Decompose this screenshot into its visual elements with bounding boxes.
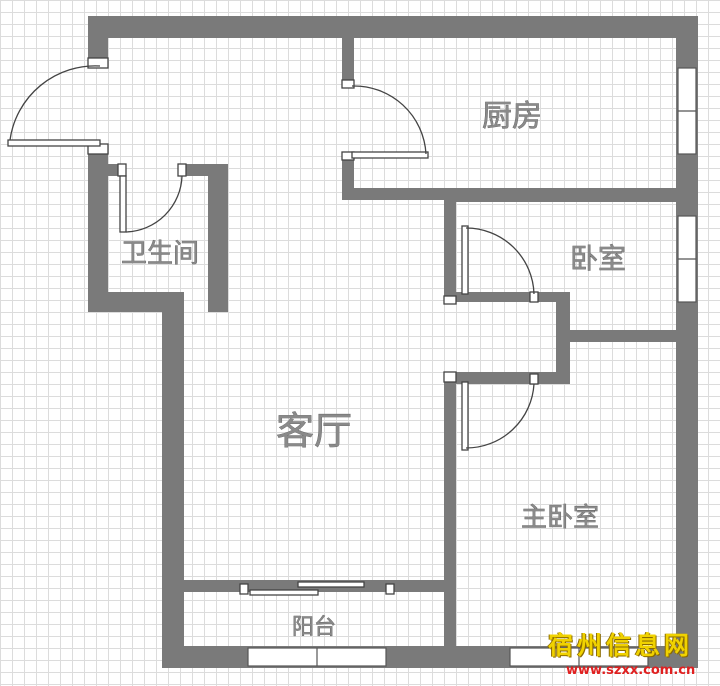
wall-bath-right xyxy=(208,164,228,312)
wall-top xyxy=(88,16,698,38)
wall-bath-top xyxy=(180,164,228,176)
doors xyxy=(7,57,539,596)
wall-bath-bottom xyxy=(88,292,184,312)
door-bathroom xyxy=(117,163,187,233)
wall-bed-left-bottom xyxy=(444,372,456,668)
wall-bath-top-left xyxy=(108,164,120,176)
door-master xyxy=(443,371,539,451)
wall-kitchen-left-top xyxy=(342,38,354,82)
wall-left-lower xyxy=(88,152,108,312)
wall-bedroom-bottom xyxy=(556,330,698,342)
wall-bed-left-top xyxy=(444,188,456,296)
wall-bed-top xyxy=(444,200,698,202)
walls xyxy=(88,16,698,668)
wall-living-left xyxy=(162,312,184,668)
label-balcony: 阳台 xyxy=(292,615,336,640)
label-kitchen: 厨房 xyxy=(482,99,542,134)
label-bedroom: 卧室 xyxy=(570,242,626,275)
wall-kitchen-bottom xyxy=(342,188,698,200)
label-bathroom: 卫生间 xyxy=(121,239,199,269)
windows xyxy=(247,67,697,667)
door-entrance xyxy=(7,57,109,155)
door-kitchen xyxy=(341,79,429,161)
watermark-url: www.szxx.com.cn xyxy=(566,663,696,678)
door-balcony-sliding xyxy=(239,581,395,596)
wall-left-upper xyxy=(88,16,108,58)
wall-closet-bottom xyxy=(456,372,570,384)
label-master-bedroom: 主卧室 xyxy=(521,503,599,533)
label-living-room: 客厅 xyxy=(276,409,352,453)
wall-closet-top xyxy=(456,292,570,302)
door-bedroom xyxy=(443,225,539,305)
watermark-site-name: 宿州信息网 xyxy=(548,631,694,660)
